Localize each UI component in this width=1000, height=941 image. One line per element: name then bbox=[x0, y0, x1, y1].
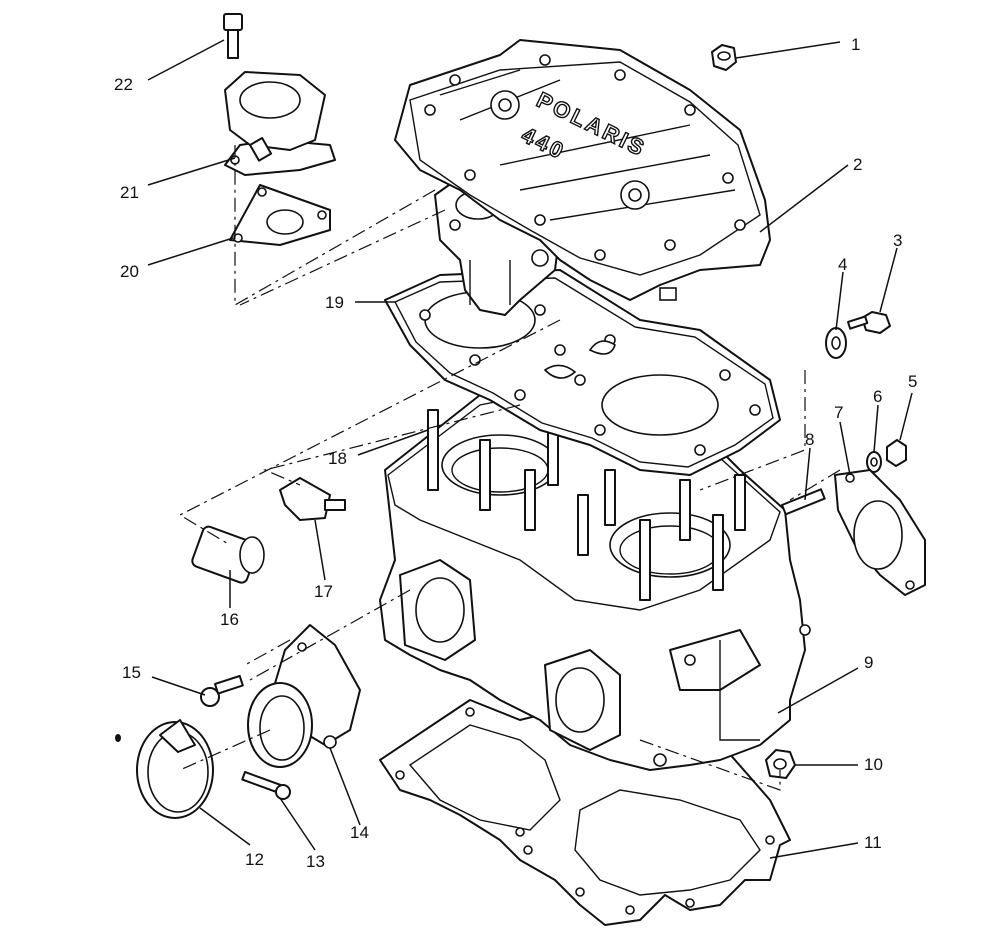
callout-1: 1 bbox=[851, 35, 860, 54]
callout-8: 8 bbox=[805, 430, 814, 449]
washer-bolt bbox=[847, 311, 891, 334]
callout-19: 19 bbox=[325, 293, 344, 312]
callout-6: 6 bbox=[873, 387, 882, 406]
hose-clamp bbox=[136, 719, 214, 819]
temperature-sensor bbox=[279, 477, 346, 521]
flange-nut bbox=[886, 439, 907, 467]
cylinder-block bbox=[379, 379, 811, 771]
callout-3: 3 bbox=[893, 231, 902, 250]
callout-18: 18 bbox=[328, 449, 347, 468]
exhaust-gasket bbox=[834, 469, 926, 596]
sensor-sleeve bbox=[191, 525, 265, 584]
callout-14: 14 bbox=[350, 823, 369, 842]
outlet-gasket bbox=[229, 184, 331, 246]
callout-4: 4 bbox=[838, 255, 847, 274]
callout-22: 22 bbox=[114, 75, 133, 94]
outlet-bolt bbox=[223, 13, 243, 59]
intake-adaptor bbox=[247, 624, 361, 768]
callout-15: 15 bbox=[122, 663, 141, 682]
stray-mark bbox=[115, 734, 121, 742]
cover-nut bbox=[711, 44, 737, 71]
leader-lines bbox=[147, 39, 913, 859]
callout-5: 5 bbox=[908, 372, 917, 391]
callout-20: 20 bbox=[120, 262, 139, 281]
cylinder-studs bbox=[427, 409, 746, 601]
callout-numbers: 1 2 3 4 5 6 7 8 9 10 11 12 13 14 15 16 1… bbox=[114, 35, 917, 871]
exhaust-stud bbox=[781, 488, 826, 516]
cylinder-head-cover: POLARIS 440 bbox=[394, 39, 771, 301]
assembly-lines bbox=[178, 145, 841, 791]
callout-13: 13 bbox=[306, 852, 325, 871]
callout-11: 11 bbox=[864, 833, 882, 852]
flat-washer bbox=[866, 451, 882, 473]
callout-17: 17 bbox=[314, 582, 333, 601]
callout-9: 9 bbox=[864, 653, 873, 672]
callout-2: 2 bbox=[853, 155, 862, 174]
clamp-screw bbox=[241, 771, 291, 800]
callout-7: 7 bbox=[834, 403, 843, 422]
callout-12: 12 bbox=[245, 850, 264, 869]
callout-16: 16 bbox=[220, 610, 239, 629]
coolant-outlet bbox=[224, 71, 336, 176]
adaptor-bolt bbox=[200, 674, 244, 707]
callout-10: 10 bbox=[864, 755, 883, 774]
callout-21: 21 bbox=[120, 183, 139, 202]
sealing-washer bbox=[825, 327, 847, 359]
